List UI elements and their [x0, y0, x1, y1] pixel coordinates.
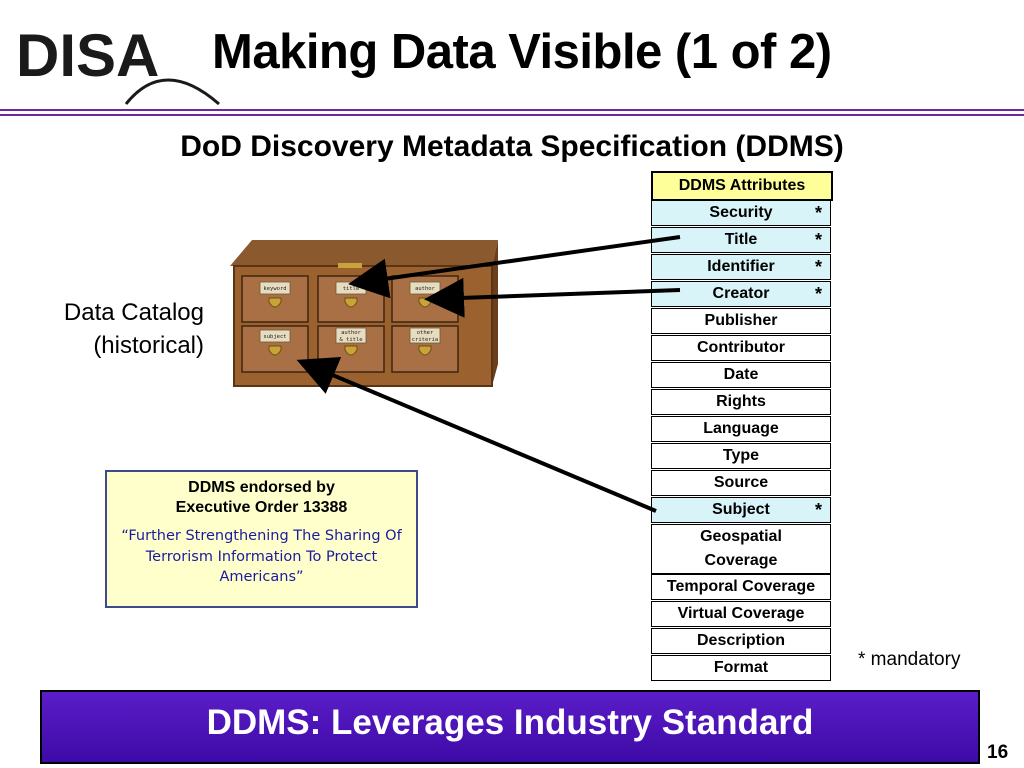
- mandatory-asterisk: *: [814, 257, 822, 277]
- drawer-label-subject: subject: [263, 334, 286, 340]
- ddms-attribute-row: Format: [651, 655, 831, 681]
- ddms-attribute-label: Contributor: [697, 339, 785, 356]
- footer-banner-text: DDMS: Leverages Industry Standard: [206, 703, 814, 742]
- ddms-attribute-row: Identifier *: [651, 254, 831, 280]
- slide-title: Making Data Visible (1 of 2): [212, 25, 832, 79]
- drawer-label-author: author: [415, 286, 436, 292]
- mandatory-asterisk: *: [814, 203, 822, 223]
- ddms-attribute-row: Title *: [651, 227, 831, 253]
- catalog-label-line2: (historical): [93, 332, 204, 359]
- ddms-attribute-row: Date: [651, 362, 831, 388]
- ddms-attribute-label: Creator: [712, 285, 770, 302]
- ddms-attribute-label: Format: [713, 659, 769, 676]
- ddms-attribute-label: Publisher: [704, 312, 778, 329]
- eo-title-line2: Executive Order 13388: [175, 499, 348, 516]
- card-catalog-cabinet-image: keyword title author subject author & ti…: [230, 240, 498, 387]
- drawer-label-author-title-2: & title: [339, 337, 362, 343]
- ddms-attribute-row: Subject *: [651, 497, 831, 523]
- ddms-attribute-row: Temporal Coverage: [651, 574, 831, 600]
- title-divider: [0, 109, 1024, 111]
- drawer-label-keyword: keyword: [263, 286, 286, 292]
- logo-swoosh: [124, 78, 220, 106]
- footer-banner: [40, 690, 980, 764]
- mandatory-legend: * mandatory: [858, 649, 961, 670]
- drawer-label-title: title: [343, 286, 360, 292]
- ddms-attribute-row: Type: [651, 443, 831, 469]
- ddms-attribute-row: Publisher: [651, 308, 831, 334]
- ddms-attributes-table: DDMS Attributes Security*Title*Identifie…: [651, 171, 833, 690]
- drawer-label-other-2: criteria: [412, 337, 439, 343]
- mandatory-asterisk: *: [814, 284, 822, 304]
- table-header: DDMS Attributes: [651, 171, 833, 201]
- ddms-attribute-row: Virtual Coverage: [651, 601, 831, 627]
- ddms-attribute-label: Identifier: [707, 258, 775, 275]
- ddms-attribute-label: Temporal Coverage: [666, 578, 816, 595]
- ddms-attribute-row: Security *: [651, 200, 831, 226]
- mandatory-asterisk: *: [814, 230, 822, 250]
- ddms-attribute-label: Security: [709, 204, 773, 221]
- drawer-label-other-1: other: [417, 330, 434, 336]
- drawer-label-author-title-1: author: [341, 330, 362, 336]
- ddms-attribute-row: Source: [651, 470, 831, 496]
- eo-title-line1: DDMS endorsed by: [188, 479, 335, 496]
- mandatory-asterisk: *: [814, 500, 822, 520]
- logo-wordmark: DISA: [16, 22, 159, 89]
- ddms-attribute-row: Creator *: [651, 281, 831, 307]
- title-divider: [0, 114, 1024, 116]
- ddms-attribute-label: Rights: [716, 393, 766, 410]
- catalog-label-line1: Data Catalog: [63, 299, 204, 326]
- executive-order-title: DDMS endorsed by Executive Order 13388: [107, 478, 416, 518]
- ddms-attribute-label: Language: [703, 420, 779, 437]
- disa-logo: DISA: [16, 22, 220, 106]
- ddms-attribute-label: Subject: [712, 501, 770, 518]
- ddms-attribute-label: Title: [724, 231, 758, 248]
- page-number: 16: [987, 742, 1009, 763]
- ddms-attribute-label: Virtual Coverage: [677, 605, 805, 622]
- ddms-attribute-label: Coverage: [704, 552, 778, 569]
- ddms-attribute-row: Rights: [651, 389, 831, 415]
- data-catalog-label: Data Catalog (historical): [10, 296, 204, 362]
- ddms-attribute-label: Type: [722, 447, 760, 464]
- ddms-attribute-label: Date: [723, 366, 759, 383]
- slide-subtitle: DoD Discovery Metadata Specification (DD…: [180, 130, 844, 163]
- ddms-attribute-row: Language: [651, 416, 831, 442]
- ddms-attribute-label: Source: [713, 474, 769, 491]
- ddms-attribute-row: Contributor: [651, 335, 831, 361]
- ddms-attribute-label: Description: [696, 632, 785, 649]
- ddms-attribute-row: Description: [651, 628, 831, 654]
- executive-order-quote: “Further Strengthening The Sharing Of Te…: [121, 528, 402, 585]
- ddms-attribute-label: Geospatial: [700, 528, 782, 545]
- executive-order-box: DDMS endorsed by Executive Order 13388 “…: [105, 470, 418, 608]
